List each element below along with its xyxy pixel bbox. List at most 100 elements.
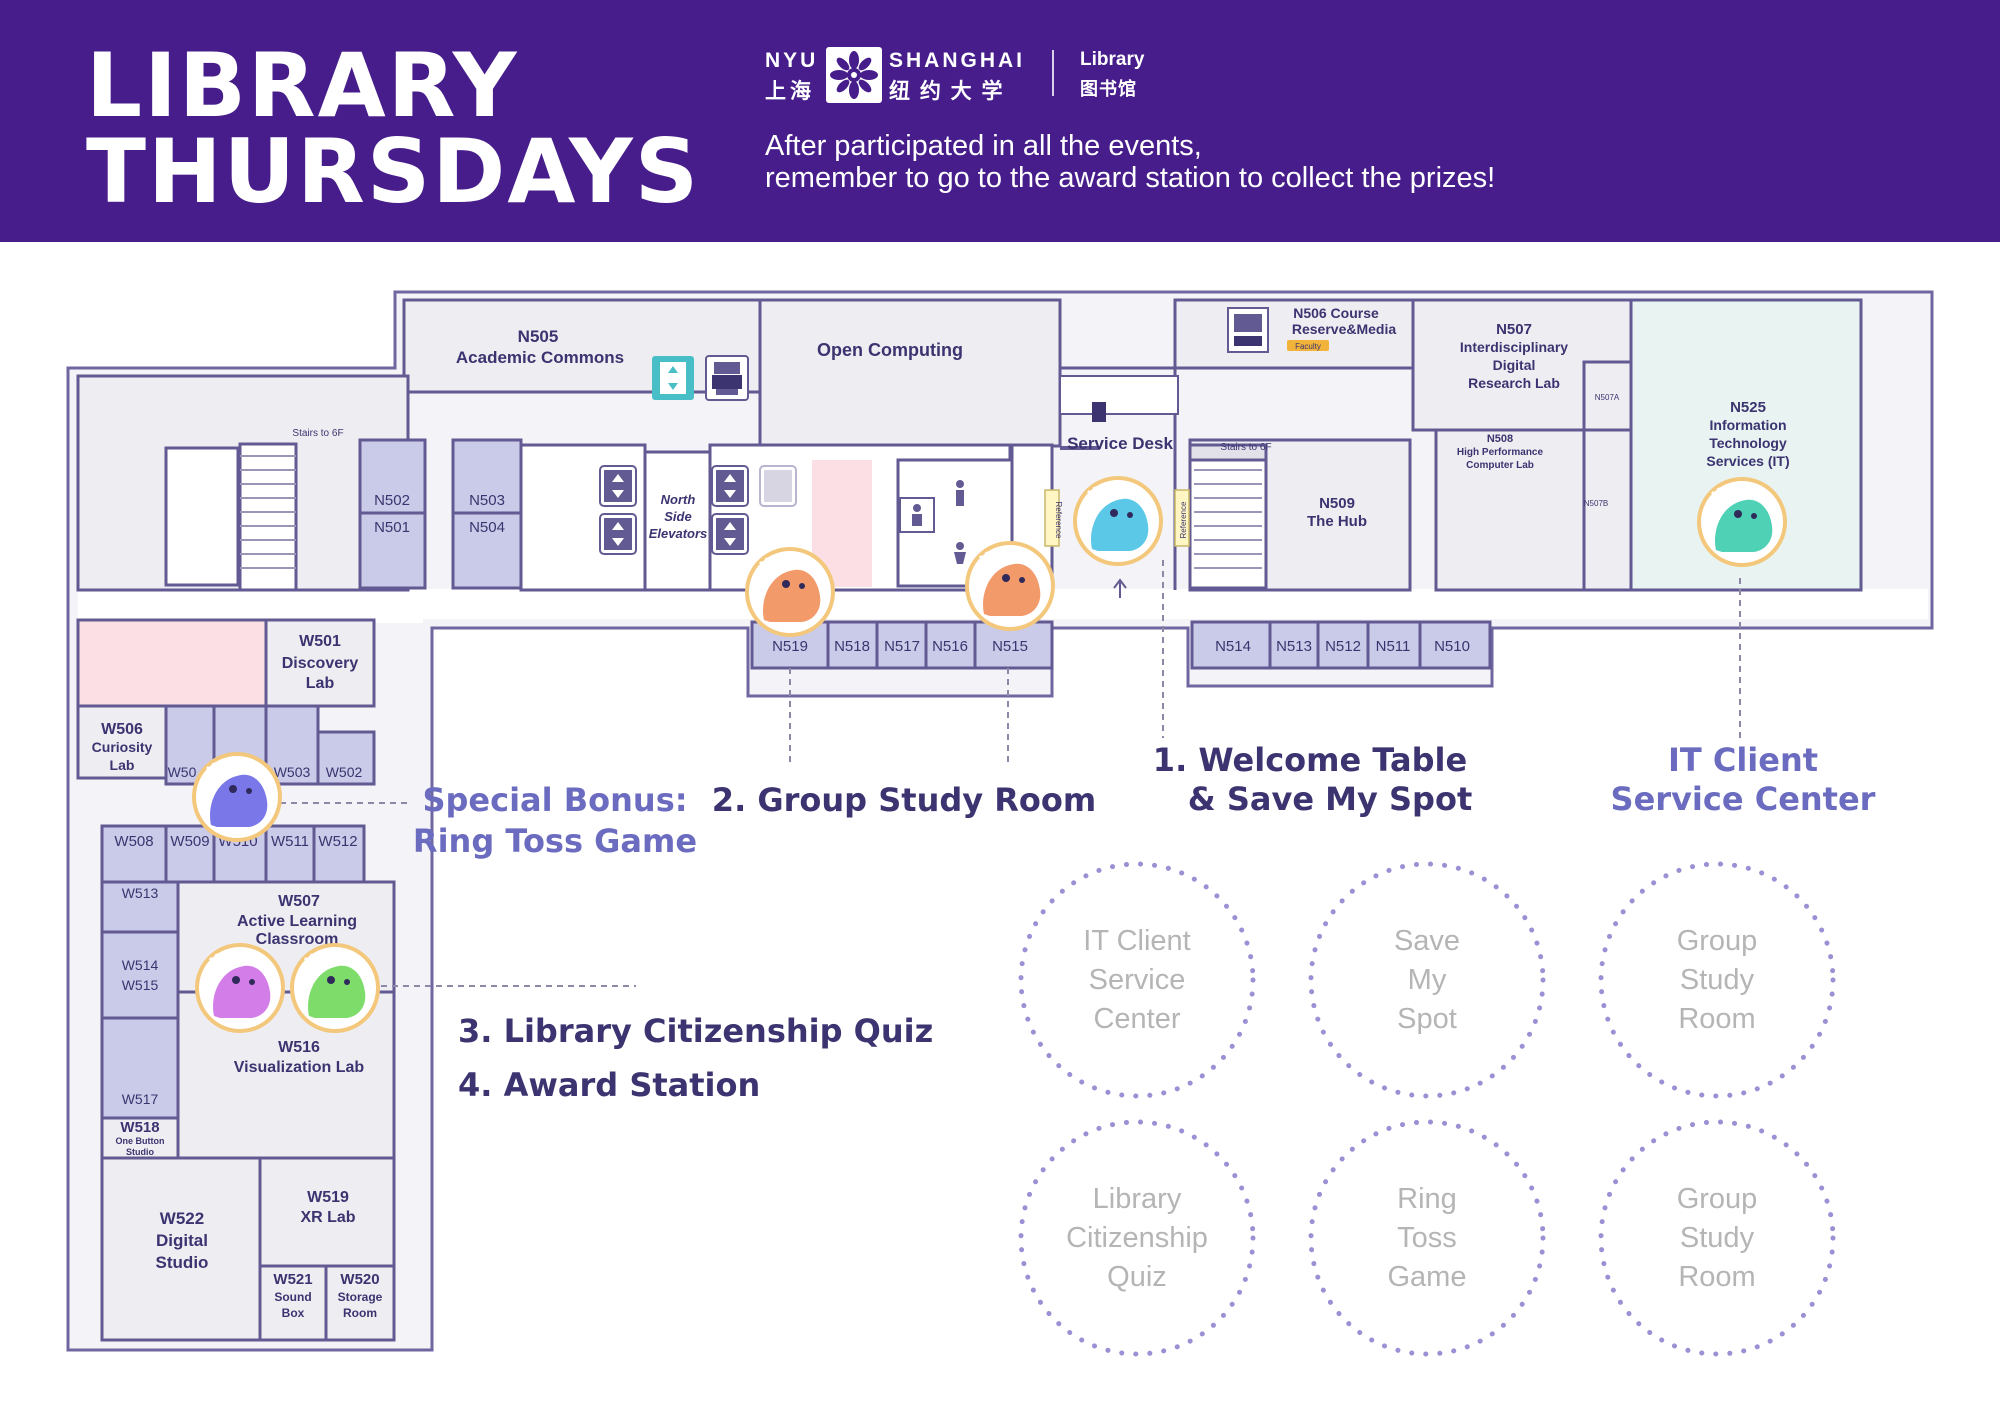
header-message: After participated in all the events, re…	[765, 130, 1495, 194]
room-label: N511	[1376, 638, 1411, 655]
room-label: Interdisciplinary	[1460, 339, 1568, 355]
dotted-circle	[1018, 861, 1256, 1099]
room-label: N504	[469, 519, 505, 536]
dotted-circle	[1308, 1119, 1546, 1357]
event-welcome-line-2: & Save My Spot	[1188, 780, 1472, 818]
event-welcome-line-1: 1. Welcome Table	[1153, 741, 1467, 779]
stamp-circle-label: Study	[1680, 964, 1755, 996]
room-label: W50	[168, 764, 197, 780]
title-line-1: LIBRARY	[86, 34, 519, 137]
room-label: Classroom	[256, 931, 339, 948]
room-label: N508	[1487, 433, 1513, 445]
room-label: N517	[884, 638, 920, 655]
stamp-circle-label: Save	[1394, 925, 1460, 957]
room-label: W516	[278, 1039, 320, 1056]
room-label: Reference	[1179, 501, 1188, 538]
room-label: Lab	[306, 675, 335, 692]
room-label: Open Computing	[817, 340, 963, 360]
room-label: Digital	[156, 1231, 208, 1250]
group-study-mascot-icon	[965, 541, 1055, 631]
stamp-circle-label: Room	[1678, 1003, 1755, 1035]
room-label: Computer Lab	[1466, 460, 1534, 471]
room-label: N505	[518, 327, 559, 346]
room-label: Studio	[156, 1253, 209, 1272]
room-label: W515	[122, 977, 159, 993]
room-label: Stairs to 6F	[292, 428, 343, 439]
quiz-mascot-icon	[195, 943, 285, 1033]
event-award: 4. Award Station	[458, 1066, 760, 1104]
event-it-line-1: IT Client	[1668, 741, 1818, 779]
room-label: Active Learning	[237, 913, 357, 930]
room-label: Service Desk	[1067, 434, 1173, 453]
stamp-card: IT ClientServiceCenterSaveMySpotGroupStu…	[1018, 861, 1836, 1357]
service-desk	[1059, 375, 1179, 450]
room-label: Reserve&Media	[1292, 321, 1396, 337]
logo-shanghai-cn: 上海	[765, 80, 815, 103]
room-label: Room	[343, 1306, 377, 1320]
room-label: North	[661, 492, 696, 507]
stamp-circle-label: Service	[1089, 964, 1186, 996]
welcome-mascot-icon	[1073, 476, 1163, 566]
room-label: Elevators	[649, 526, 708, 541]
room-label: N501	[374, 519, 410, 536]
group-study-mascot-icon	[745, 547, 835, 637]
stamp-circle-label: Toss	[1397, 1222, 1457, 1254]
room-label: N516	[932, 638, 968, 655]
room-label: The Hub	[1307, 513, 1367, 530]
room-label: Stairs to 6F	[1220, 442, 1271, 453]
logo-shanghai: SHANGHAI	[889, 49, 1026, 72]
room-label: Sound	[274, 1290, 311, 1304]
header-message-line-1: After participated in all the events,	[765, 130, 1202, 162]
stamp-circle-label: Group	[1677, 1183, 1758, 1215]
stamp-circle-label: Room	[1678, 1261, 1755, 1293]
media-kiosk-icon	[1227, 307, 1269, 353]
printer-icon	[652, 355, 749, 401]
stamp-circle-label: IT Client	[1083, 925, 1190, 957]
room-label: High Performance	[1457, 447, 1544, 458]
room-label: N507A	[1595, 393, 1620, 402]
room-label: Studio	[126, 1147, 154, 1157]
room-label: W520	[340, 1271, 379, 1288]
room-label: N518	[834, 638, 870, 655]
nyu-torch-icon	[826, 47, 882, 103]
room-label: W511	[271, 833, 309, 850]
reference-shelf-left	[1044, 489, 1060, 547]
room-label: Side	[664, 509, 691, 524]
room-label: W518	[120, 1119, 159, 1136]
event-it-line-2: Service Center	[1611, 780, 1876, 818]
room-label: Technology	[1709, 435, 1787, 451]
room-label: Reference	[1054, 502, 1063, 539]
room-label: W506	[101, 721, 143, 738]
room-label: Curiosity	[92, 739, 153, 755]
room-label: Information	[1710, 417, 1787, 433]
logo-nyu: NYU	[765, 49, 819, 72]
room-label: N507B	[1584, 499, 1608, 508]
room-label: N503	[469, 492, 505, 509]
event-bonus-line-2: Ring Toss Game	[413, 822, 697, 860]
stamp-circle-label: Study	[1680, 1222, 1755, 1254]
room-label: Digital	[1493, 357, 1536, 373]
room-label: N506 Course	[1293, 305, 1379, 321]
room-label: Faculty	[1295, 342, 1321, 351]
logo-library: Library	[1080, 49, 1145, 70]
room-label: W512	[318, 833, 357, 850]
room-label: Services (IT)	[1706, 453, 1789, 469]
room-label: W501	[299, 633, 341, 650]
room-labels: N505 Academic Commons Open Computing N50…	[92, 305, 1790, 1320]
room-label: Storage	[338, 1290, 383, 1304]
room-label: N519	[772, 638, 808, 655]
room-label: XR Lab	[300, 1209, 355, 1226]
event-bonus-line-1: Special Bonus:	[422, 781, 687, 819]
event-group-study: 2. Group Study Room	[712, 781, 1096, 819]
stamp-circle-label: Ring	[1397, 1183, 1457, 1215]
dotted-circle	[1018, 1119, 1256, 1357]
header-banner: LIBRARY THURSDAYS NYU 上海 SHANGHA	[0, 0, 2000, 242]
room-label: N512	[1325, 638, 1361, 655]
stamp-circle-label: Game	[1388, 1261, 1467, 1293]
